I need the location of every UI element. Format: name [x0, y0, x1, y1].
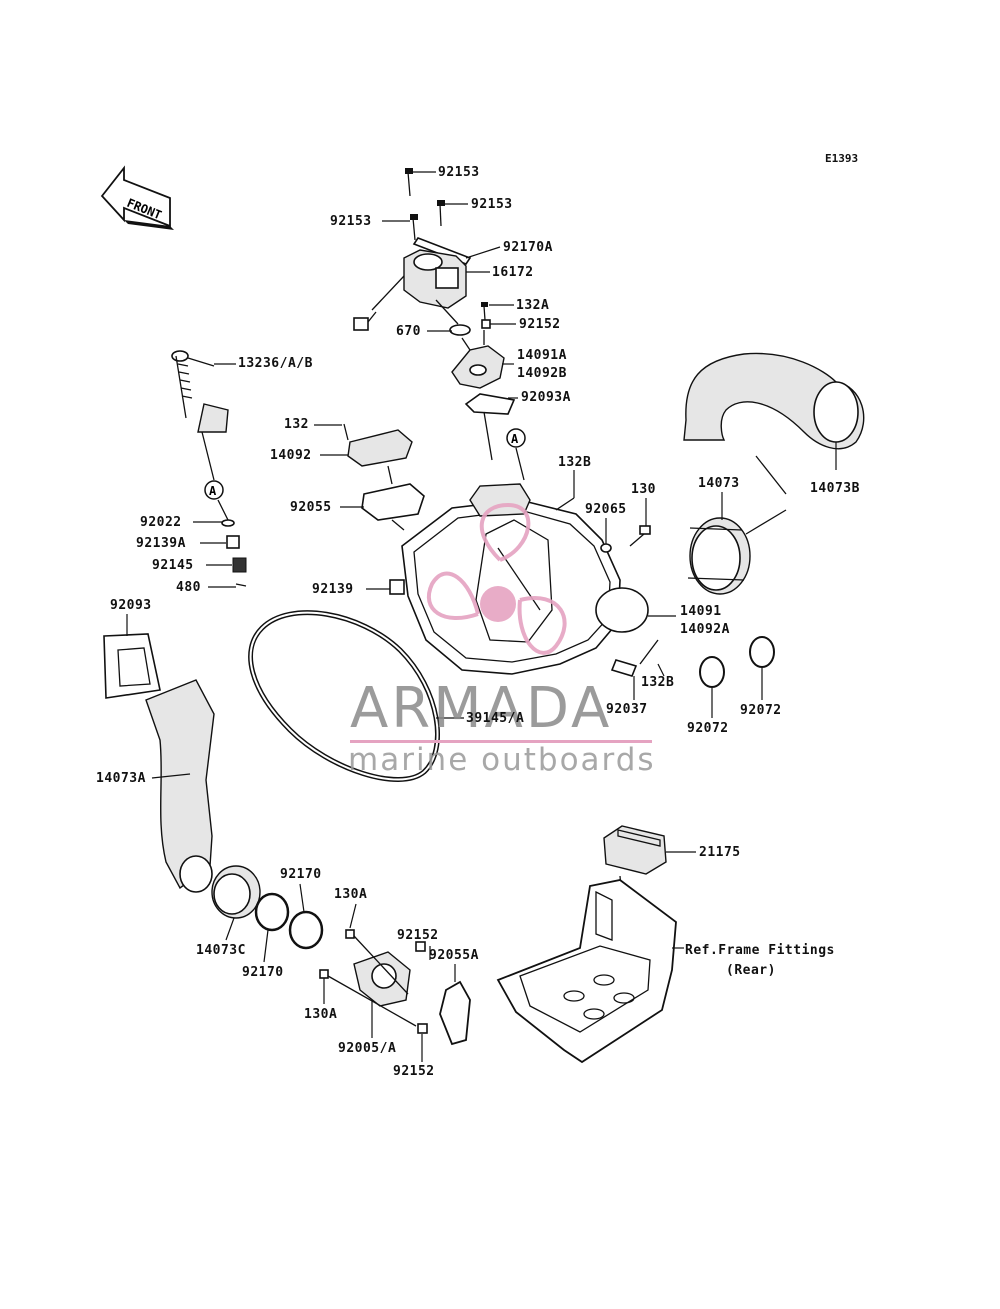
label-132B-top: 132B: [558, 455, 592, 470]
label-16172: 16172: [492, 265, 534, 280]
frame-fittings-shape: [496, 879, 677, 1064]
ref-marker-text-left: A: [209, 484, 217, 498]
label-92037: 92037: [606, 702, 648, 717]
label-132A: 132A: [516, 298, 550, 313]
label-92139A: 92139A: [136, 536, 186, 551]
cap-92152-mid-shape: [415, 941, 426, 952]
label-14091: 14091: [680, 604, 722, 619]
cover-14091A-shape: [451, 345, 505, 389]
label-92170-bottom: 92170: [242, 965, 284, 980]
label-92072-left: 92072: [687, 721, 729, 736]
label-92093: 92093: [110, 598, 152, 613]
watermark-divider: [350, 740, 652, 743]
spring-92145-shape: [232, 557, 247, 573]
label-480: 480: [176, 580, 201, 595]
label-132B-bottom: 132B: [641, 675, 675, 690]
label-92022: 92022: [140, 515, 182, 530]
flange-92005-shape: [353, 951, 411, 1007]
label-14073B: 14073B: [810, 481, 860, 496]
label-92153-right: 92153: [471, 197, 513, 212]
label-132: 132: [284, 417, 309, 432]
label-14091A: 14091A: [517, 348, 567, 363]
label-14092B: 14092B: [517, 366, 567, 381]
sleeve-14073C-shape: [211, 865, 261, 919]
belt-39145-shape: [248, 610, 440, 782]
gasket-92055-shape: [361, 483, 425, 521]
sleeve-14073-shape: [687, 517, 751, 595]
label-ref-frame-line1: Ref.Frame Fittings: [685, 943, 835, 958]
label-92093A: 92093A: [521, 390, 571, 405]
clamp-92170-b-shape: [288, 910, 324, 950]
label-92152-bottom: 92152: [393, 1064, 435, 1079]
collar-92139-shape: [389, 579, 405, 595]
label-92065: 92065: [585, 502, 627, 517]
label-130A-top: 130A: [334, 887, 368, 902]
gasket-92093-shape: [103, 633, 161, 699]
label-92072-right: 92072: [740, 703, 782, 718]
label-14092: 14092: [270, 448, 312, 463]
collar-92139A-shape: [226, 535, 240, 549]
bolt-92153-top-shape: [405, 168, 413, 197]
label-14092A: 14092A: [680, 622, 730, 637]
label-92152-top: 92152: [519, 317, 561, 332]
washer-92022-shape: [221, 519, 235, 527]
label-21175: 21175: [699, 845, 741, 860]
label-92005: 92005/A: [338, 1041, 397, 1056]
label-92153-top: 92153: [438, 165, 480, 180]
label-13236: 13236/A/B: [238, 356, 313, 371]
duct-14073B-shape: [683, 352, 865, 450]
bolt-132B-bottom-shape: [639, 639, 659, 665]
watermark-brand: ARMADA: [350, 676, 613, 741]
duct-14073A-shape: [145, 679, 215, 893]
leader-lines: [126, 171, 837, 1062]
ref-marker-text-right: A: [511, 432, 519, 446]
label-92170-top: 92170: [280, 867, 322, 882]
bolt-130A-top-shape: [345, 929, 355, 939]
cap-92152-bottom-shape: [417, 1023, 428, 1034]
ref-marker-circle-right: [506, 428, 526, 448]
label-92145: 92145: [152, 558, 194, 573]
clamp-92170-a-shape: [254, 892, 290, 932]
label-39145: 39145/A: [466, 711, 525, 726]
label-14073A: 14073A: [96, 771, 146, 786]
bolt-92153-right-shape: [437, 200, 445, 227]
clamp-92072-right-shape: [749, 636, 775, 668]
cover-14092-shape: [343, 423, 413, 467]
label-ref-frame-line2: (Rear): [726, 963, 776, 978]
diagram-code: E1393: [825, 152, 859, 165]
ecu-21175-shape: [603, 825, 667, 875]
watermark-tagline: marine outboards: [348, 742, 656, 778]
label-92139: 92139: [312, 582, 354, 597]
bolt-132B-top-shape: [555, 497, 575, 511]
bolt-130-shape: [629, 525, 651, 547]
label-670: 670: [396, 324, 421, 339]
label-130: 130: [631, 482, 656, 497]
label-92055A: 92055A: [429, 948, 479, 963]
gasket-92055A-shape: [439, 980, 471, 1046]
clamp-92072-left-shape: [699, 656, 725, 688]
gasket-92093A-shape: [464, 393, 516, 415]
label-92055: 92055: [290, 500, 332, 515]
bolt-92153-left-shape: [410, 214, 418, 241]
oring-670-shape: [449, 324, 471, 336]
label-92152-mid: 92152: [397, 928, 439, 943]
label-92153-left: 92153: [330, 214, 372, 229]
bracket-92037-shape: [610, 659, 638, 677]
lever-13236-shape: [171, 350, 229, 433]
label-130A-bottom: 130A: [304, 1007, 338, 1022]
label-14073C: 14073C: [196, 943, 246, 958]
actuator-16172-shape: [353, 249, 467, 331]
pin-480-shape: [235, 583, 247, 587]
ref-marker-circle-left: [204, 480, 224, 500]
label-14073: 14073: [698, 476, 740, 491]
label-92170A: 92170A: [503, 240, 553, 255]
